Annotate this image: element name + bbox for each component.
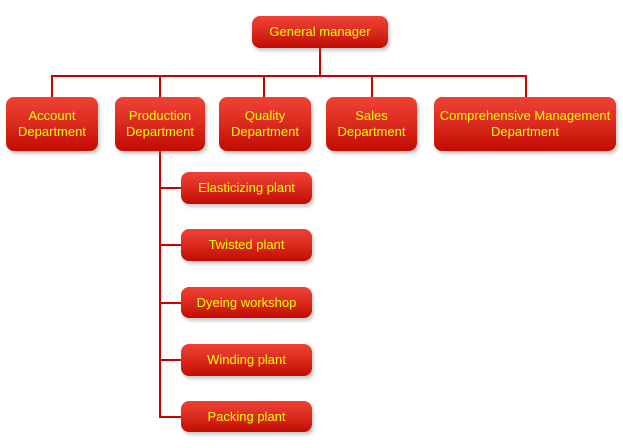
connector-stub-dyeing	[159, 302, 181, 304]
connector-stub-packing	[159, 416, 181, 418]
connector-stub-twisted	[159, 244, 181, 246]
connector-drop-comprehensive	[525, 75, 527, 97]
connector-stub-winding	[159, 359, 181, 361]
node-twisted-plant: Twisted plant	[181, 229, 312, 261]
node-general-manager: General manager	[252, 16, 388, 48]
node-production-department: Production Department	[115, 97, 205, 151]
connector-top-horizontal	[51, 75, 527, 77]
node-winding-plant: Winding plant	[181, 344, 312, 376]
connector-drop-production	[159, 75, 161, 97]
connector-drop-quality	[263, 75, 265, 97]
node-account-department: Account Department	[6, 97, 98, 151]
connector-root-drop	[319, 48, 321, 77]
connector-drop-sales	[371, 75, 373, 97]
connector-stub-elasticizing	[159, 187, 181, 189]
node-packing-plant: Packing plant	[181, 401, 312, 432]
node-elasticizing-plant: Elasticizing plant	[181, 172, 312, 204]
node-quality-department: Quality Department	[219, 97, 311, 151]
node-comprehensive-management-department: Comprehensive Management Department	[434, 97, 616, 151]
node-dyeing-workshop: Dyeing workshop	[181, 287, 312, 318]
connector-drop-account	[51, 75, 53, 97]
connector-production-trunk	[159, 151, 161, 418]
node-sales-department: Sales Department	[326, 97, 417, 151]
